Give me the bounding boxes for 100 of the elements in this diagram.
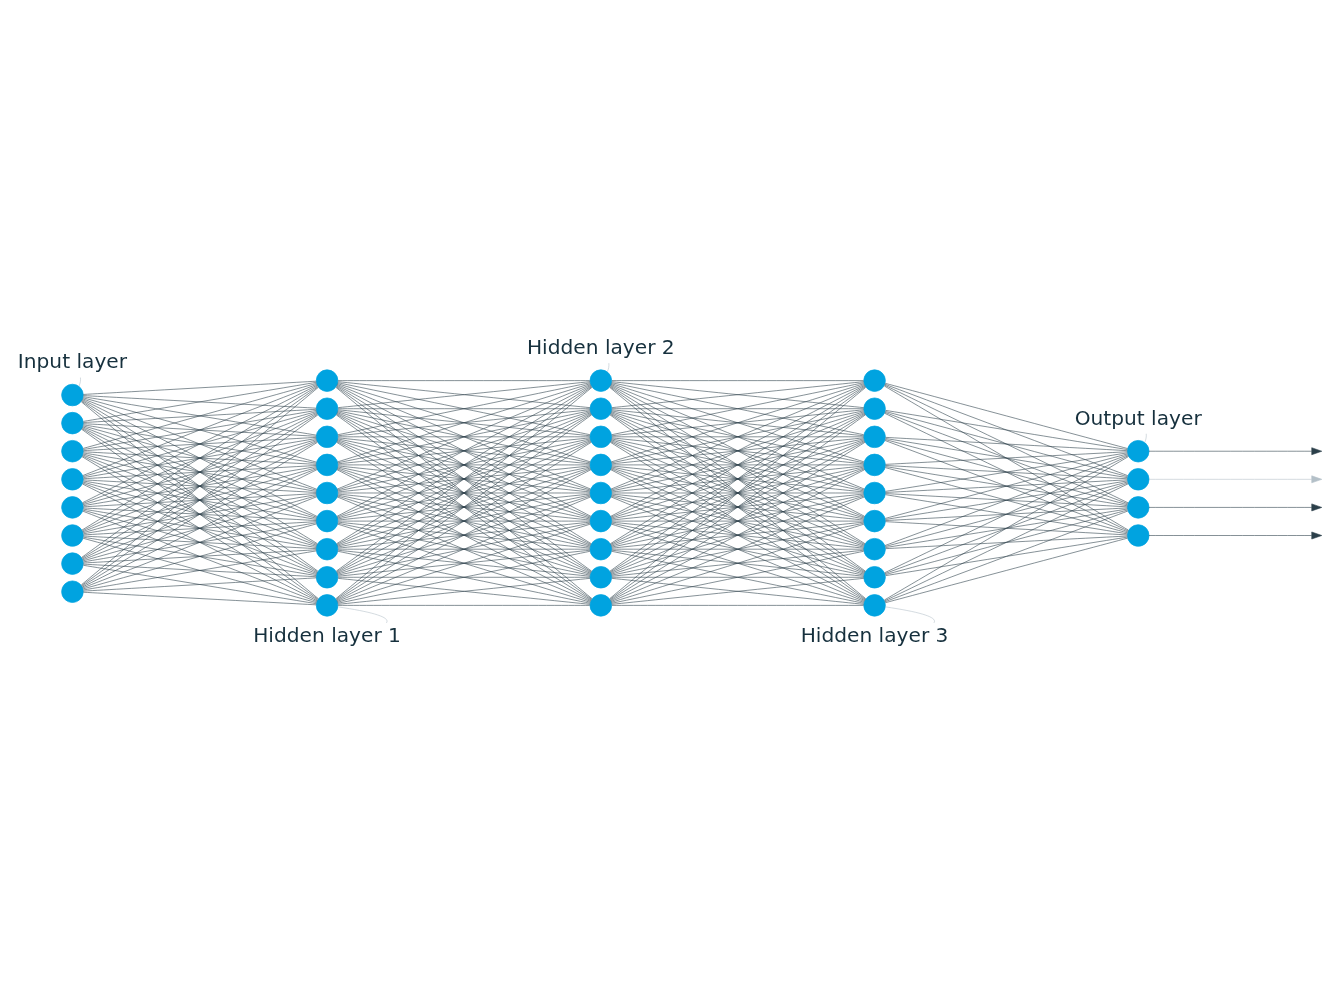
connector — [610, 383, 865, 463]
connector — [885, 437, 1128, 451]
connector — [337, 548, 591, 550]
connector — [884, 509, 1128, 575]
node-text: Hidden layer 2 — [526, 334, 675, 359]
connector — [82, 453, 317, 519]
connector — [337, 520, 591, 522]
connector — [82, 427, 318, 545]
connector — [885, 606, 935, 624]
node-circle — [1127, 496, 1150, 519]
connector — [884, 454, 1129, 546]
connector — [610, 413, 866, 545]
connector — [884, 385, 1129, 531]
node-circle — [589, 425, 612, 448]
connector — [611, 466, 865, 520]
connector — [337, 381, 591, 408]
connector — [82, 398, 318, 490]
connector — [82, 455, 318, 574]
node-circle — [863, 566, 886, 589]
connector — [611, 549, 865, 577]
connector — [885, 508, 1128, 548]
connector — [610, 385, 866, 517]
node-circle — [315, 538, 339, 561]
connector — [611, 521, 865, 549]
connector — [83, 409, 317, 423]
connector — [337, 578, 591, 605]
connector — [610, 412, 865, 518]
connector — [78, 377, 81, 387]
arrow — [1148, 447, 1323, 456]
connector — [82, 467, 317, 533]
connector — [83, 494, 317, 535]
connector — [611, 438, 865, 492]
connector — [82, 413, 318, 532]
connector — [81, 413, 318, 559]
connector — [83, 452, 317, 492]
connector — [884, 412, 1129, 505]
connector — [337, 408, 591, 409]
connector — [82, 397, 317, 463]
node-circle — [863, 538, 886, 561]
connector — [82, 495, 317, 562]
connector — [82, 441, 318, 560]
connector — [884, 510, 1129, 603]
connector — [82, 469, 318, 588]
connector — [82, 411, 317, 477]
connector — [83, 535, 317, 549]
connector — [337, 493, 591, 521]
connector — [82, 425, 317, 491]
connector — [336, 468, 591, 574]
connector — [82, 399, 318, 517]
connector — [337, 523, 591, 603]
node-circle — [863, 369, 886, 392]
connector — [81, 442, 318, 587]
node-circle — [315, 481, 339, 505]
node-text: Hidden layer 3 — [800, 623, 949, 648]
node-circle — [1127, 468, 1150, 491]
connector — [884, 467, 1128, 534]
connector — [610, 496, 865, 602]
connector — [82, 468, 318, 561]
connector — [611, 578, 865, 605]
node-circle — [863, 481, 886, 505]
connector — [607, 362, 610, 372]
connector — [337, 495, 591, 575]
connector — [336, 496, 591, 602]
connector — [884, 383, 1128, 449]
connector — [337, 383, 591, 463]
connector — [884, 412, 1129, 532]
connector — [610, 469, 866, 601]
connector — [337, 410, 591, 464]
connector — [611, 577, 864, 578]
connector — [884, 439, 1128, 505]
connector — [83, 508, 317, 548]
connector — [82, 523, 317, 590]
node-circle — [315, 425, 339, 448]
node-circle — [315, 453, 339, 477]
connector — [611, 548, 864, 550]
connector — [82, 510, 318, 602]
connector — [337, 492, 591, 494]
connector — [83, 522, 317, 563]
node-circle — [315, 397, 339, 420]
connector — [83, 466, 317, 506]
connector — [82, 483, 318, 602]
connector — [884, 455, 1129, 574]
connector — [336, 412, 591, 518]
connector — [611, 464, 864, 466]
node-circle — [1127, 440, 1150, 463]
connector — [611, 522, 865, 576]
connector — [83, 480, 317, 520]
connector — [81, 385, 318, 531]
connector — [885, 465, 1128, 480]
connector — [83, 536, 317, 576]
connector — [83, 396, 317, 436]
connector — [337, 409, 591, 437]
node-circle — [61, 411, 84, 435]
connector — [82, 537, 317, 603]
connector — [336, 469, 592, 601]
connector — [885, 535, 1128, 549]
connector — [82, 426, 318, 518]
node-circle — [589, 509, 612, 533]
connector — [610, 413, 866, 573]
node-circle — [589, 453, 612, 477]
